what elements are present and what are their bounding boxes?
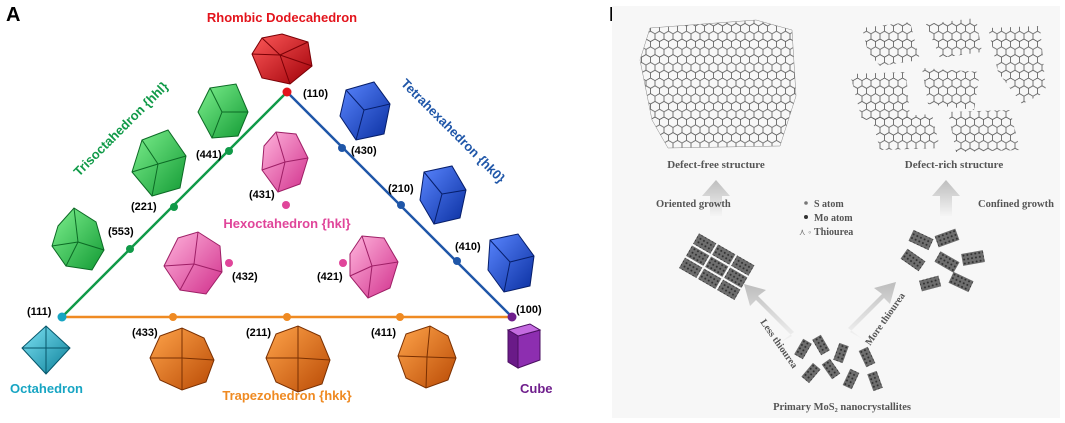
label-confined-growth: Confined growth: [978, 199, 1054, 210]
label-cube: Cube: [520, 381, 553, 396]
more-thiourea-arrow: [848, 282, 896, 340]
caption-defect-free: Defect-free structure: [667, 159, 765, 171]
legend-mo-dot: [804, 215, 808, 219]
trisoctahedron-221-shape: [131, 129, 187, 197]
trapezohedron-211-shape: [265, 325, 331, 393]
primary-nanocrystallites: [794, 334, 883, 392]
label-trapezohedron: Trapezohedron {hkk}: [222, 388, 351, 403]
trapezohedron-411-shape: [397, 325, 457, 389]
label-primary-nanocrystallites: Primary MoS₂ nanocrystallites: [773, 402, 911, 413]
dot-553: [126, 245, 134, 253]
tetrahexahedron-410-shape: [487, 233, 535, 293]
dot-210: [397, 201, 405, 209]
index-410: (410): [455, 241, 481, 253]
caption-defect-rich: Defect-rich structure: [905, 159, 1004, 171]
oriented-growth-arrow: [702, 180, 730, 216]
dot-410: [453, 257, 461, 265]
panel-a-diagram: Rhombic Dodecahedron Octahedron Cube Tra…: [10, 10, 553, 403]
vertex-111-dot: [57, 312, 67, 322]
label-octahedron: Octahedron: [10, 381, 83, 396]
dot-211: [283, 313, 291, 321]
defect-free-lattice: [639, 19, 797, 149]
dot-433: [169, 313, 177, 321]
vertex-110-dot: [282, 87, 292, 97]
index-432: (432): [232, 271, 258, 283]
dot-221: [170, 203, 178, 211]
dot-441: [225, 147, 233, 155]
legend: S atom Mo atom ⋏ ◦ Thiourea: [799, 199, 853, 238]
index-433: (433): [132, 327, 158, 339]
tetrahexahedron-430-shape: [339, 81, 391, 141]
less-thiourea-arrow: [744, 284, 794, 344]
rhombic-dodecahedron-shape: [251, 33, 313, 85]
dot-421: [339, 259, 347, 267]
defect-rich-lattice: [850, 18, 1046, 152]
label-rhombic-dodecahedron: Rhombic Dodecahedron: [207, 10, 357, 25]
hexoctahedron-432-shape: [163, 231, 223, 295]
index-553: (553): [108, 226, 134, 238]
index-210: (210): [388, 183, 414, 195]
index-430: (430): [351, 145, 377, 157]
legend-thiourea: Thiourea: [814, 227, 853, 238]
panel-bc-diagram: Defect-free structure Defect-rich struct…: [612, 6, 1060, 418]
trisoctahedron-553-shape: [51, 207, 105, 271]
legend-s-atom: S atom: [814, 199, 844, 210]
index-221: (221): [131, 201, 157, 213]
index-100: (100): [516, 304, 542, 316]
ordered-nanosheets: [679, 233, 755, 301]
confined-nanosheets: [900, 228, 985, 293]
index-431: (431): [249, 189, 275, 201]
dot-430: [338, 144, 346, 152]
index-441: (441): [196, 149, 222, 161]
trisoctahedron-441-shape: [197, 83, 249, 139]
hexoctahedron-431-shape: [261, 131, 309, 193]
tetrahexahedron-210-shape: [419, 165, 467, 225]
label-hexoctahedron: Hexoctahedron {hkl}: [223, 216, 350, 231]
hexoctahedron-421-shape: [349, 235, 399, 299]
index-211: (211): [246, 327, 271, 339]
legend-mo-atom: Mo atom: [814, 213, 853, 224]
confined-growth-arrow: [932, 180, 960, 216]
octahedron-shape: [21, 325, 71, 375]
index-110: (110): [303, 88, 328, 100]
panel-a-letter: A: [6, 4, 21, 26]
index-411: (411): [371, 327, 396, 339]
index-421: (421): [317, 271, 343, 283]
dot-411: [396, 313, 404, 321]
dot-432: [225, 259, 233, 267]
legend-s-dot: [804, 201, 808, 205]
trapezohedron-433-shape: [149, 327, 215, 391]
index-111: (111): [27, 306, 52, 318]
vertex-100-dot: [507, 312, 517, 322]
legend-thiourea-glyph: ⋏ ◦: [799, 227, 811, 237]
label-oriented-growth: Oriented growth: [656, 199, 731, 210]
cube-shape: [506, 323, 542, 369]
dot-431: [282, 201, 290, 209]
